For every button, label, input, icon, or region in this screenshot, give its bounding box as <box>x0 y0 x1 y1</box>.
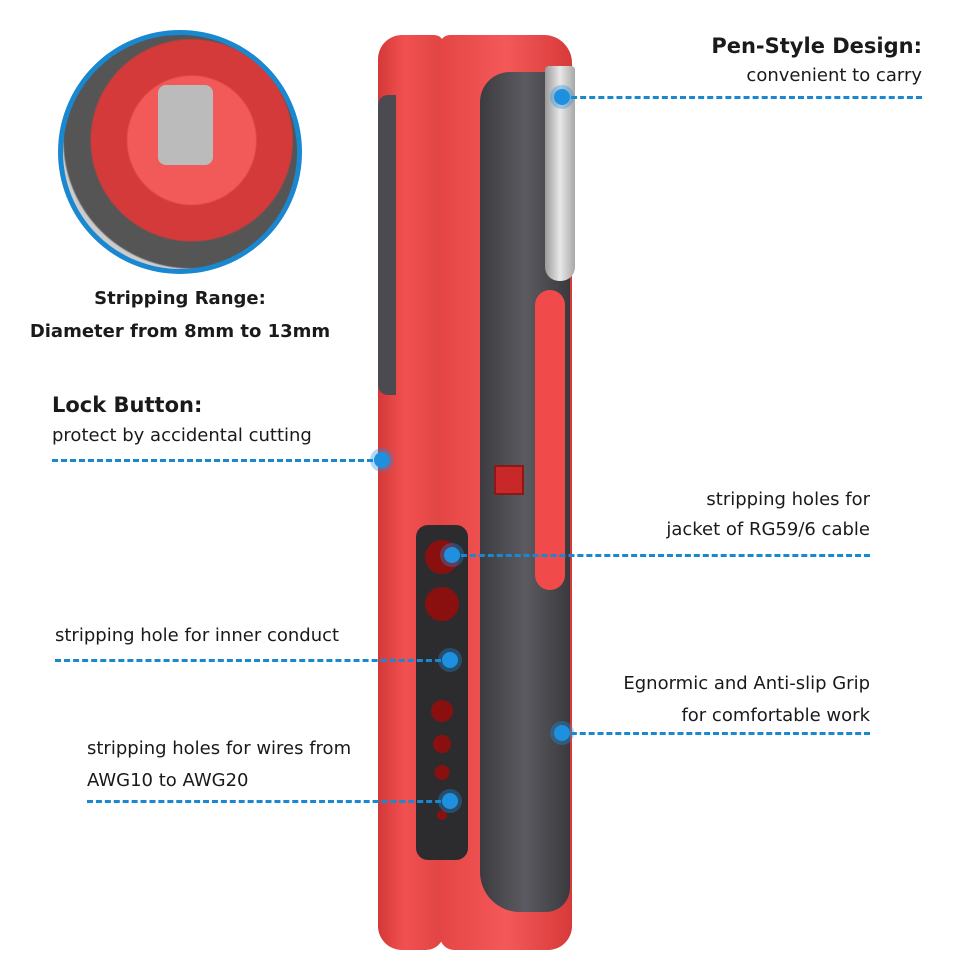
pen-style-marker <box>554 89 570 105</box>
wires-line1: stripping holes for wires from <box>87 738 352 759</box>
grip-red-insert <box>535 290 565 590</box>
grip-marker <box>554 725 570 741</box>
inner-conduct-label: stripping hole for inner conduct <box>55 625 340 646</box>
stripping-holes-slot <box>416 525 468 860</box>
wires-marker <box>442 793 458 809</box>
lock-button-title: Lock Button: <box>52 393 203 417</box>
grip-line2: for comfortable work <box>681 705 870 726</box>
pen-style-subtitle: convenient to carry <box>746 65 922 86</box>
jacket-line1: stripping holes for <box>706 489 870 510</box>
pen-style-title: Pen-Style Design: <box>711 34 922 58</box>
inset-title: Stripping Range: <box>94 288 266 309</box>
grip-leader-line <box>562 732 870 735</box>
inner-leader-line <box>55 659 450 662</box>
pen-style-leader-line <box>562 96 922 99</box>
lock-button-subtitle: protect by accidental cutting <box>52 425 312 446</box>
lock-marker <box>374 452 390 468</box>
left-grip <box>378 95 396 395</box>
stripping-range-inset-image <box>58 30 302 274</box>
jacket-marker <box>444 547 460 563</box>
inner-marker <box>442 652 458 668</box>
jacket-leader-line <box>452 554 870 557</box>
grip-line1: Egnormic and Anti-slip Grip <box>623 673 870 694</box>
jacket-line2: jacket of RG59/6 cable <box>666 519 870 540</box>
wires-line2: AWG10 to AWG20 <box>87 770 249 791</box>
lock-leader-line <box>52 459 382 462</box>
wires-leader-line <box>87 800 450 803</box>
lock-button <box>494 465 524 495</box>
inset-subtitle: Diameter from 8mm to 13mm <box>29 321 331 342</box>
